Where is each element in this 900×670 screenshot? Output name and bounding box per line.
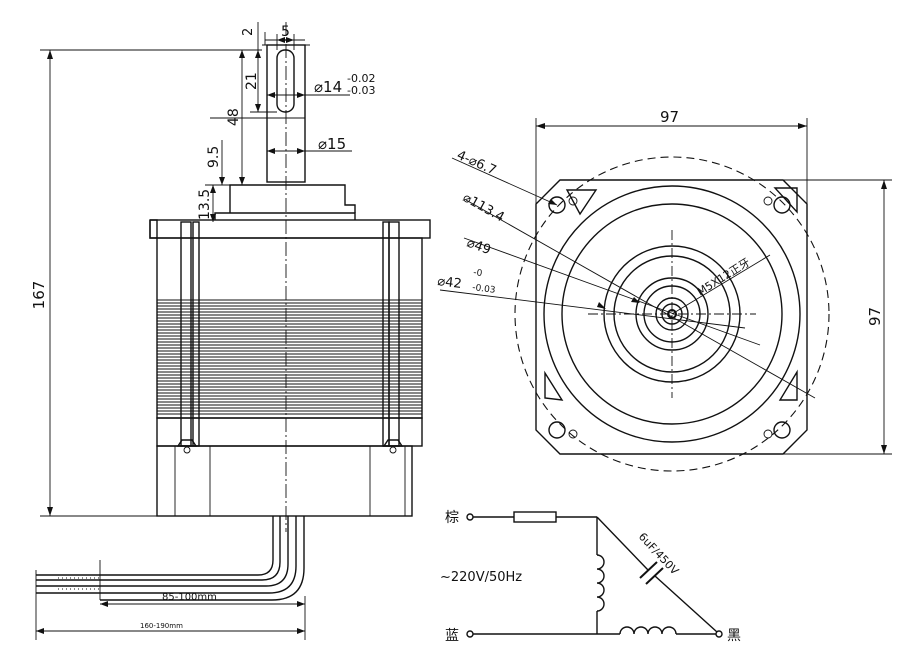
dim-front-height-text: 97 bbox=[866, 307, 884, 326]
spigot-label: ⌀42 bbox=[437, 274, 463, 292]
dim-shaft-step-dia-text: ⌀15 bbox=[318, 135, 346, 153]
blue-label: 蓝 bbox=[445, 628, 459, 644]
mount-hole-bl bbox=[548, 421, 566, 439]
aux-winding bbox=[619, 626, 677, 635]
lead-wires bbox=[35, 516, 305, 601]
pcd-circle bbox=[514, 156, 830, 472]
motor-body bbox=[156, 237, 423, 419]
black-label: 黑 bbox=[727, 628, 741, 644]
thread-label: M5X12正牙 bbox=[695, 256, 753, 299]
boss-label: ⌀49 bbox=[465, 236, 493, 258]
dim-step-9-5-text: 9.5 bbox=[206, 146, 222, 168]
black-terminal bbox=[715, 630, 723, 638]
capacitor-label: 6uF/450V bbox=[636, 530, 682, 578]
housing-outer bbox=[543, 185, 801, 443]
dim-front-width-text: 97 bbox=[660, 108, 679, 126]
dim-front-width: 97 bbox=[535, 108, 808, 204]
motor-flange bbox=[229, 184, 356, 213]
lead-label-outer: 160-190mm bbox=[140, 622, 183, 630]
wiring-diagram: 棕 ~220V/50Hz 蓝 黑 6uF/450V bbox=[440, 510, 741, 644]
dim-shaft-tol-lower: -0.03 bbox=[347, 84, 375, 97]
dim-key-length-text: 21 bbox=[244, 72, 260, 90]
dim-shaft-dia-text: ⌀14 bbox=[314, 78, 342, 96]
dim-overall-length-text: 167 bbox=[30, 281, 48, 310]
tie-rod-right bbox=[388, 221, 400, 447]
fuse bbox=[513, 511, 557, 523]
rear-housing bbox=[156, 417, 423, 447]
brown-terminal bbox=[466, 513, 474, 521]
front-view: 97 97 4-⌀6.7 ⌀113.4 ⌀49 ⌀42 -0 -0.03 bbox=[437, 108, 892, 472]
dim-shaft-diameters: ⌀14 -0.02 -0.03 ⌀15 bbox=[267, 72, 375, 154]
pcd-label: ⌀113.4 bbox=[460, 190, 507, 225]
main-winding bbox=[596, 554, 605, 612]
side-view: 167 2 5 21 48 bbox=[30, 22, 431, 640]
dim-shaft-length-text: 48 bbox=[226, 108, 242, 126]
capacitor-plate-1 bbox=[639, 561, 658, 579]
dim-shaft-tol-upper: -0.02 bbox=[347, 72, 375, 85]
spigot-tol-upper: -0 bbox=[473, 268, 483, 279]
mount-hole-tl bbox=[548, 196, 566, 214]
front-leaders: 4-⌀6.7 ⌀113.4 ⌀49 ⌀42 -0 -0.03 M5X12正牙 bbox=[437, 148, 816, 399]
supply-label: ~220V/50Hz bbox=[440, 570, 522, 585]
keyway-slot bbox=[276, 49, 295, 113]
dim-front-height: 97 bbox=[783, 179, 892, 455]
dim-shaft-lengths: 21 48 bbox=[226, 50, 277, 185]
mount-hole-tr bbox=[773, 196, 791, 214]
tie-rod-left bbox=[180, 221, 192, 447]
dim-key-offset-text: 2 bbox=[241, 28, 256, 36]
dim-key: 2 5 bbox=[241, 22, 305, 50]
capacitor-plate-2 bbox=[645, 567, 664, 585]
brown-label: 棕 bbox=[445, 510, 459, 526]
lead-label-inner: 85-100mm bbox=[162, 592, 217, 603]
dim-lead-lengths: 85-100mm 160-190mm bbox=[35, 592, 306, 640]
spigot-tol-lower: -0.03 bbox=[472, 283, 496, 296]
blue-terminal bbox=[466, 630, 474, 638]
dim-key-width-text: 5 bbox=[281, 24, 290, 40]
holes-label: 4-⌀6.7 bbox=[454, 148, 498, 179]
mount-hole-br bbox=[773, 421, 791, 439]
dim-steps: 9.5 13.5 bbox=[197, 117, 267, 222]
stator-laminations bbox=[157, 299, 422, 415]
dim-step-13-5-text: 13.5 bbox=[197, 189, 213, 220]
dim-overall-length: 167 bbox=[30, 49, 262, 517]
